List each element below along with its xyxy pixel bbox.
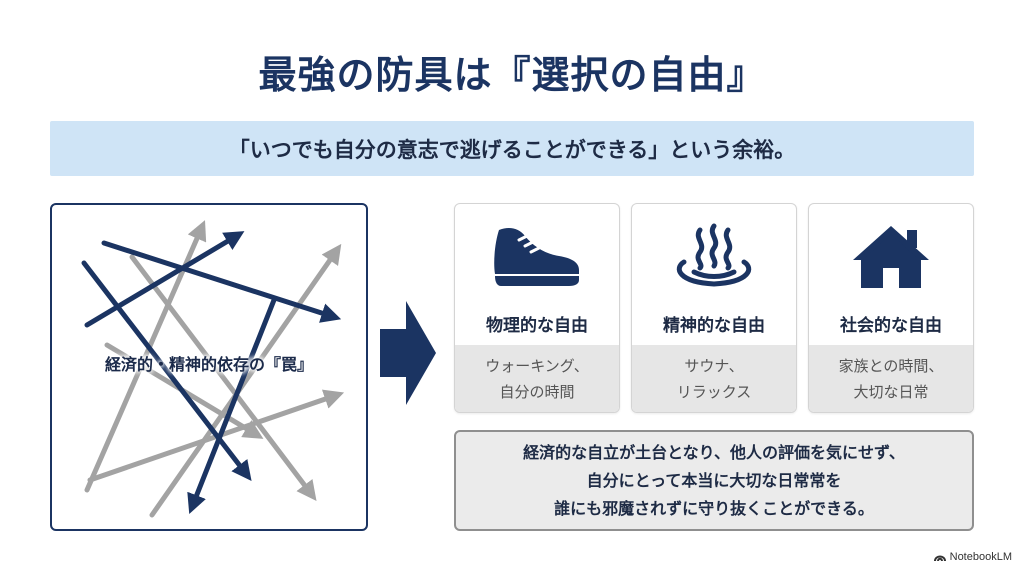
house-icon (809, 222, 973, 302)
subtitle-banner: 「いつでも自分の意志で逃げることができる」という余裕。 (50, 121, 974, 176)
sneaker-icon (455, 222, 619, 302)
navy-arrow (101, 240, 342, 323)
card-line: 自分の時間 (499, 383, 575, 401)
hot-spring-icon (632, 222, 796, 302)
brand-name: NotebookLM (949, 551, 1012, 563)
card-line: 家族との時間、 (838, 357, 944, 375)
card-line: サウナ、 (684, 357, 744, 375)
summary-line: 経済的な自立が土台となり、他人の評価を気にせず、 (523, 442, 905, 462)
card-body: サウナ、 リラックス (632, 345, 796, 412)
gray-arrow (87, 389, 345, 483)
right-arrow-icon (380, 301, 436, 405)
gray-arrow (149, 243, 342, 518)
card-body: ウォーキング、 自分の時間 (455, 345, 619, 412)
navy-arrow (187, 297, 277, 514)
summary-line: 自分にとって本当に大切な日常常を (586, 470, 842, 490)
brand-watermark: NotebookLM (933, 551, 1012, 563)
summary-line: 誰にも邪魔されずに守り抜くことができる。 (554, 498, 874, 518)
dependency-trap-box: 経済的・精神的依存の『罠』 (50, 203, 368, 531)
card-line: ウォーキング、 (485, 357, 589, 375)
tangled-arrows-graphic (81, 220, 345, 518)
page-title: 最強の防具は『選択の自由』 (258, 53, 766, 97)
card-physical-freedom: 物理的な自由 ウォーキング、 自分の時間 (454, 203, 620, 413)
gray-arrow (129, 254, 317, 501)
card-title: 物理的な自由 (486, 316, 588, 336)
trap-label: 経済的・精神的依存の『罠』 (104, 355, 313, 374)
card-title: 社会的な自由 (840, 316, 942, 336)
card-social-freedom: 社会的な自由 家族との時間、 大切な日常 (808, 203, 974, 413)
navy-arrow (84, 231, 245, 328)
card-line: 大切な日常 (853, 383, 929, 401)
summary-box: 経済的な自立が土台となり、他人の評価を気にせず、 自分にとって本当に大切な日常常… (454, 430, 974, 531)
notebooklm-logo-icon (933, 555, 946, 562)
card-title: 精神的な自由 (663, 316, 765, 336)
card-mental-freedom: 精神的な自由 サウナ、 リラックス (631, 203, 797, 413)
card-line: リラックス (676, 383, 752, 401)
card-body: 家族との時間、 大切な日常 (809, 345, 973, 412)
